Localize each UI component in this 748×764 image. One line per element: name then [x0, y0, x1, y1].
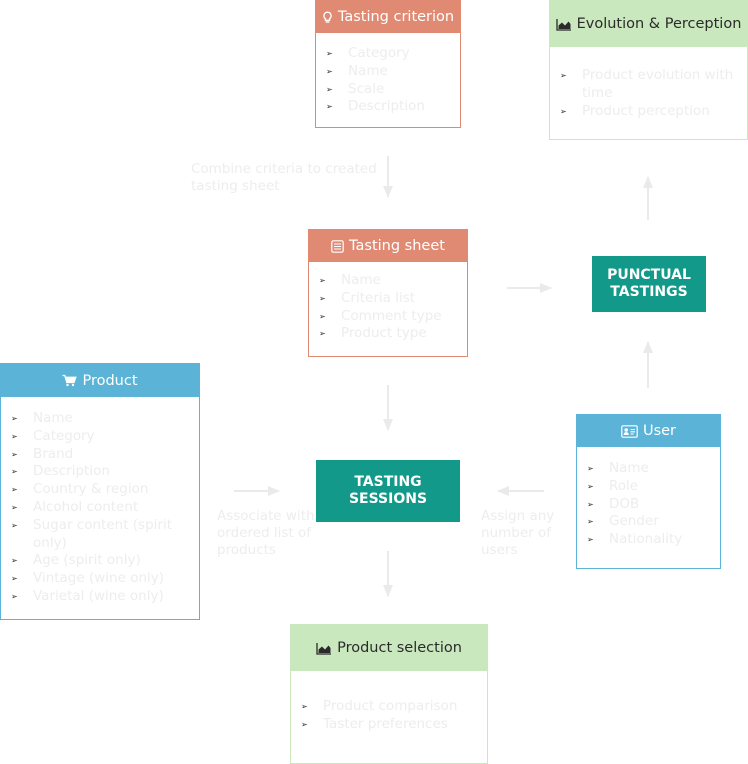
evolution-perception-title: Evolution & Perception — [576, 16, 742, 32]
user-title: User — [642, 423, 677, 439]
product-header: Product — [1, 364, 199, 397]
evolution-perception-card: Evolution & Perception Product evolution… — [549, 0, 748, 140]
product-selection-header: Product selection — [291, 625, 487, 671]
list-item: Category — [316, 45, 460, 63]
punctual-tastings-box: PUNCTUAL TASTINGS — [592, 256, 706, 312]
area-chart-icon — [316, 642, 332, 655]
product-selection-list: Product comparison Taster preferences — [291, 671, 487, 734]
product-selection-title: Product selection — [337, 640, 462, 656]
product-selection-card: Product selection Product comparison Tas… — [290, 624, 488, 764]
edge-label-combine: Combine criteria to created tasting shee… — [191, 161, 377, 194]
tasting-sheet-list: Name Criteria list Comment type Product … — [309, 262, 467, 343]
list-item: Age (spirit only) — [1, 552, 199, 570]
list-item: Brand — [1, 446, 199, 464]
list-item: Scale — [316, 81, 460, 99]
area-chart-icon — [555, 18, 572, 31]
list-item: Role — [577, 478, 720, 496]
cart-icon — [62, 374, 78, 387]
list-item: Name — [1, 410, 199, 428]
product-card: Product Name Category Brand Description … — [0, 363, 200, 620]
product-list: Name Category Brand Description Country … — [1, 397, 199, 606]
list-item: Varietal (wine only) — [1, 588, 199, 606]
list-item: Description — [1, 463, 199, 481]
tasting-criterion-header: Tasting criterion — [316, 1, 460, 33]
list-item: Nationality — [577, 531, 720, 549]
list-item: Taster preferences — [291, 716, 487, 734]
edge-label-associate: Associate with ordered list of products — [217, 508, 315, 558]
evolution-perception-header: Evolution & Perception — [550, 1, 747, 47]
tasting-sessions-box: TASTING SESSIONS — [316, 460, 460, 522]
list-item: Product type — [309, 325, 467, 343]
list-item: Name — [316, 63, 460, 81]
list-item: Sugar content (spirit only) — [1, 517, 199, 553]
evolution-perception-list: Product evolution with time Product perc… — [550, 47, 747, 120]
list-item: Country & region — [1, 481, 199, 499]
tasting-criterion-card: Tasting criterion Category Name Scale De… — [315, 0, 461, 128]
user-list: Name Role DOB Gender Nationality — [577, 447, 720, 549]
list-item: Name — [309, 272, 467, 290]
list-item: Vintage (wine only) — [1, 570, 199, 588]
list-item: Description — [316, 98, 460, 116]
list-item: Product perception — [550, 103, 747, 121]
id-card-icon — [621, 424, 638, 438]
list-item: Gender — [577, 513, 720, 531]
tasting-criterion-list: Category Name Scale Description — [316, 33, 460, 116]
tasting-sheet-title: Tasting sheet — [349, 238, 445, 254]
product-title: Product — [82, 372, 138, 389]
punctual-tastings-label: PUNCTUAL TASTINGS — [607, 266, 691, 301]
tasting-criterion-title: Tasting criterion — [337, 9, 455, 25]
tasting-sheet-header: Tasting sheet — [309, 230, 467, 262]
list-icon — [331, 239, 344, 253]
tasting-sessions-label: TASTING SESSIONS — [348, 473, 428, 508]
list-item: Product comparison — [291, 698, 487, 716]
list-item: Criteria list — [309, 290, 467, 308]
list-item: Product evolution with time — [550, 67, 747, 103]
edge-label-assign: Assign any number of users — [481, 508, 555, 558]
tasting-sheet-card: Tasting sheet Name Criteria list Comment… — [308, 229, 468, 357]
list-item: Category — [1, 428, 199, 446]
user-header: User — [577, 415, 720, 447]
list-item: Comment type — [309, 308, 467, 326]
list-item: Name — [577, 460, 720, 478]
list-item: DOB — [577, 496, 720, 514]
lightbulb-icon — [322, 11, 333, 24]
user-card: User Name Role DOB Gender Nationality — [576, 414, 721, 569]
list-item: Alcohol content — [1, 499, 199, 517]
